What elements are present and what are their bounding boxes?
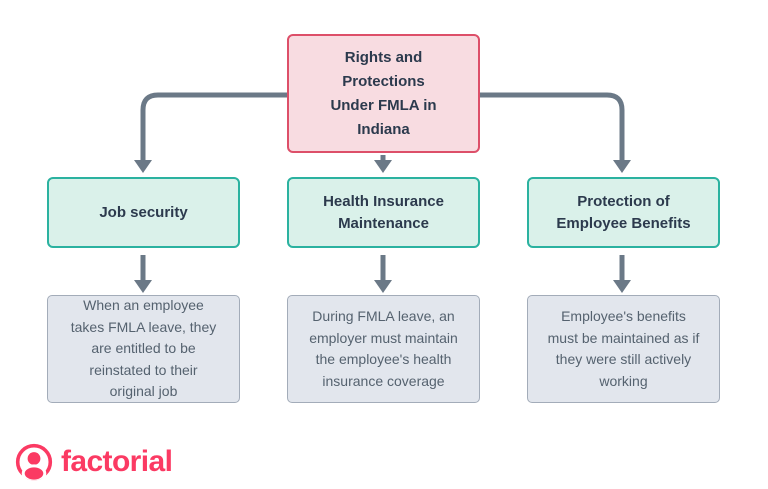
branch-node-job-security: Job security [47, 177, 240, 248]
arrowhead-down-icon [613, 160, 631, 173]
branch-node-health-insurance: Health Insurance Maintenance [287, 177, 480, 248]
connector-root-to-job-security [134, 92, 287, 173]
arrowhead-down-icon [374, 280, 392, 293]
connector-root-to-health-insurance [374, 155, 392, 173]
branch-title: Health Insurance Maintenance [323, 192, 444, 232]
arrowhead-down-icon [613, 280, 631, 293]
description-text: Employee's benefits must be maintained a… [547, 308, 700, 389]
brand-wordmark: factorial [61, 445, 173, 478]
arrowhead-down-icon [374, 160, 392, 173]
connector-employee-benefits-to-description [613, 255, 631, 293]
description-node-job-security: When an employee takes FMLA leave, they … [47, 295, 240, 403]
person-in-circle-icon [15, 443, 53, 481]
arrowhead-down-icon [134, 280, 152, 293]
root-node-title: Rights and Protections Under FMLA in Ind… [330, 48, 437, 138]
description-text: When an employee takes FMLA leave, they … [70, 297, 217, 400]
connector-root-to-employee-benefits [480, 92, 631, 173]
connector-health-insurance-to-description [374, 255, 392, 293]
branch-node-employee-benefits: Protection of Employee Benefits [527, 177, 720, 248]
description-text: During FMLA leave, an employer must main… [309, 308, 458, 389]
branch-title: Protection of Employee Benefits [556, 192, 691, 232]
branch-title: Job security [99, 203, 188, 221]
arrowhead-down-icon [134, 160, 152, 173]
brand-logo: factorial [14, 442, 173, 482]
description-node-health-insurance: During FMLA leave, an employer must main… [287, 295, 480, 403]
connector-job-security-to-description [134, 255, 152, 293]
root-node: Rights and Protections Under FMLA in Ind… [287, 34, 480, 153]
description-node-employee-benefits: Employee's benefits must be maintained a… [527, 295, 720, 403]
